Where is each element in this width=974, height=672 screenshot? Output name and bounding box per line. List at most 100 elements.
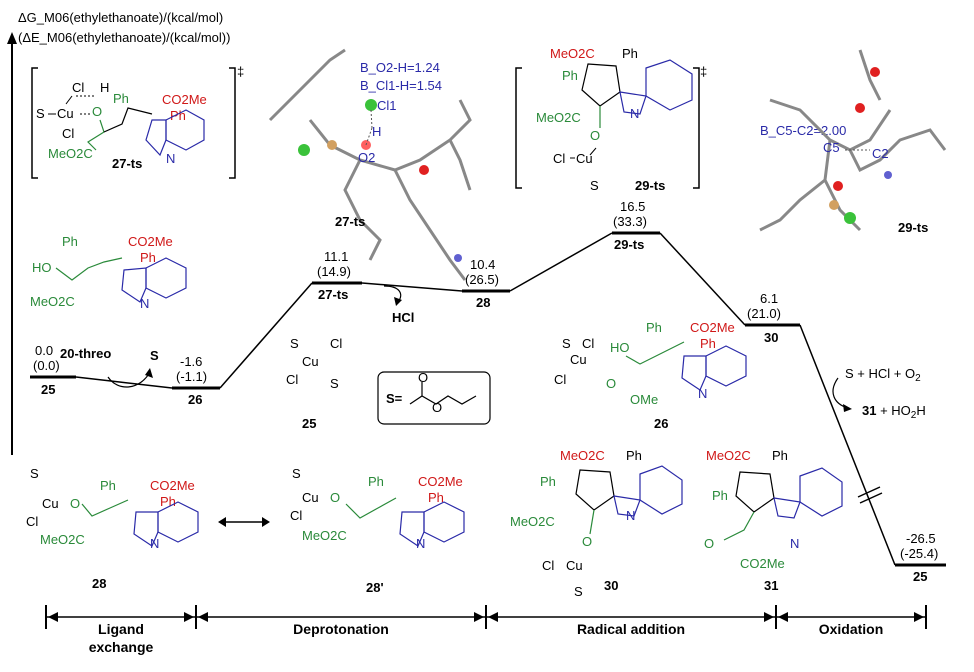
s28p-co2me: CO2Me: [418, 474, 463, 489]
ts29-ph: Ph: [622, 46, 638, 61]
enol-meo2c: MeO2C: [30, 294, 75, 309]
energy-30-dg: 6.1: [760, 291, 778, 306]
energy-path: [30, 231, 946, 567]
phase-arrow-1l: [48, 612, 58, 622]
phase-radical-addition: Radical addition: [577, 621, 685, 637]
ts27-enol-chain: [87, 119, 105, 151]
phase-timeline: Ligand exchange Deprotonation Radical ad…: [45, 605, 927, 655]
connector-26-27ts: [219, 282, 313, 389]
s31-indole-pyrrole: [773, 497, 801, 519]
ts27-bracket-left: [31, 67, 38, 179]
ts29-indole-benzo: [645, 59, 693, 111]
s30-s: S: [574, 584, 583, 599]
c26-cu: Cu: [570, 352, 587, 367]
resonance-arrow-left: [218, 517, 226, 527]
curved-arrow-s: [107, 371, 151, 388]
s28-o: O: [70, 496, 80, 511]
c26-indole-pyrrole: [681, 355, 707, 391]
s31-o: O: [704, 536, 714, 551]
ts29-s: S: [590, 178, 599, 193]
ts27-structure: ‡ Cl H S Cu Cl O Ph CO2Me Ph MeO2C N 27-…: [31, 64, 244, 179]
ts29-cu: Cu: [576, 151, 593, 166]
ts29-3d-bonds: [759, 49, 947, 232]
ts27-cu: Cu: [57, 106, 74, 121]
axis-title-line1: ΔG_M06(ethylethanoate)/(kcal/mol): [18, 10, 223, 25]
c26-n: N: [698, 386, 707, 401]
c26-ph2: Ph: [700, 336, 716, 351]
ts29-ph2: Ph: [562, 68, 578, 83]
curved-arrow-oxidation: [832, 377, 849, 409]
c26-chain: [625, 341, 685, 365]
structure-30: MeO2C Ph Ph MeO2C O Cl Cu S N 30: [510, 448, 683, 599]
s28p-indole-benzo: [423, 501, 465, 543]
phase-arrow-4l: [778, 612, 788, 622]
atom-c5-label: C5: [823, 140, 840, 155]
hcl-label: HCl: [392, 310, 414, 325]
s28p-s: S: [292, 466, 301, 481]
s28-cl: Cl: [26, 514, 38, 529]
c26-cl2: Cl: [554, 372, 566, 387]
ts27-double-dagger: ‡: [237, 64, 244, 79]
s31-ph2: Ph: [712, 488, 728, 503]
phase-arrow-1r: [184, 612, 194, 622]
c26-o: O: [606, 376, 616, 391]
enol-n: N: [140, 296, 149, 311]
s28p-label: 28': [366, 580, 384, 595]
s28p-ph2: Ph: [428, 490, 444, 505]
ts27-ph: Ph: [113, 91, 129, 106]
cu-complex-25: S Cl Cu Cl S 25: [286, 336, 342, 431]
s30-cyclopentane: [575, 469, 615, 511]
c26-ph: Ph: [646, 320, 662, 335]
c26-ho: HO: [610, 340, 630, 355]
c26-label: 26: [654, 416, 668, 431]
structure-28-prime: S Cu Cl O Ph CO2Me Ph MeO2C N 28': [290, 466, 465, 595]
s28-n: N: [150, 536, 159, 551]
oxidation-reagents: S + HCl + O2: [845, 366, 921, 384]
ts29-o-cu-bond: [589, 147, 597, 156]
oxidation-products: 31 + HO2H: [862, 403, 926, 421]
energy-27ts-de: (14.9): [317, 264, 351, 279]
s28p-indole-pyrrole: [399, 511, 425, 547]
c25-cl1: Cl: [330, 336, 342, 351]
ts29-cyclopentane: [581, 63, 621, 107]
ts27-meo2c: MeO2C: [48, 146, 93, 161]
atom-h-label: H: [372, 124, 381, 139]
energy-30-de: (21.0): [747, 306, 781, 321]
s28-indole-pyrrole: [133, 511, 159, 547]
state-label-29ts: 29-ts: [614, 237, 644, 252]
c25-s1: S: [290, 336, 299, 351]
energy-28-de: (26.5): [465, 272, 499, 287]
connector-25-26: [75, 376, 173, 389]
solvent-o1: O: [418, 370, 428, 385]
c26-co2me: CO2Me: [690, 320, 735, 335]
s28-label: 28: [92, 576, 106, 591]
s30-ph2: Ph: [540, 474, 556, 489]
s31-n: N: [790, 536, 799, 551]
ts27-co2me: CO2Me: [162, 92, 207, 107]
structure-28: S Cu Cl O Ph CO2Me Ph MeO2C N 28: [26, 466, 199, 591]
ts27-n: N: [166, 151, 175, 166]
state-label-25-final: 25: [913, 569, 927, 584]
atom-c2-label: C2: [872, 146, 889, 161]
break-mark-2: [859, 492, 883, 504]
s31-co2me: CO2Me: [740, 556, 785, 571]
ts29-3d-o3-atom: [833, 181, 843, 191]
energy-26-de: (-1.1): [176, 369, 207, 384]
ts27-3d-cu-atom: [327, 140, 337, 150]
phase-oxidation: Oxidation: [819, 621, 884, 637]
enol-chain: [55, 257, 123, 281]
enol-structure: Ph CO2Me Ph HO MeO2C N: [30, 234, 187, 311]
c25-cl2: Cl: [286, 372, 298, 387]
s31-keto-chain: [723, 511, 755, 541]
reactant-label: 20-threo: [60, 346, 111, 361]
s31-label: 31: [764, 578, 778, 593]
s31-indole-benzo: [799, 467, 843, 517]
energy-25final-dg: -26.5: [906, 531, 936, 546]
s31-meo2c: MeO2C: [706, 448, 751, 463]
ts29-3d-cu-atom: [829, 200, 839, 210]
s30-indole-pyrrole: [613, 495, 641, 517]
s28p-o: O: [330, 490, 340, 505]
energy-27ts-dg: 11.1: [324, 249, 348, 264]
ts29-cl: Cl: [553, 151, 565, 166]
